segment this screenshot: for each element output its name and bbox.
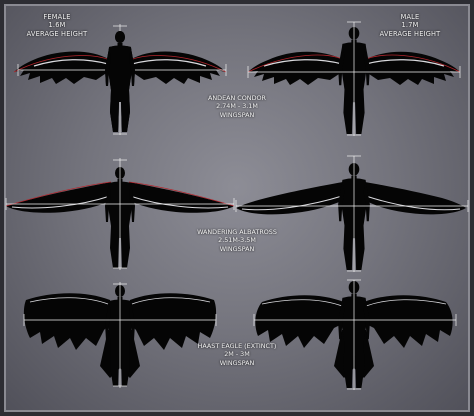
albatross-name: WANDERING ALBATROSS [197, 228, 277, 236]
eagle-guides [23, 279, 457, 390]
albatross-female [5, 181, 235, 213]
condor-label: ANDEAN CONDOR 2.74M - 3.1M WINGSPAN [167, 94, 307, 119]
female-height-caption: AVERAGE HEIGHT [26, 29, 88, 38]
male-height: 1.7M [401, 21, 419, 30]
eagle-range: 2M - 3M [224, 350, 250, 359]
male-height-caption: AVERAGE HEIGHT [379, 29, 441, 38]
albatross-range: 2.51M-3.5M [218, 236, 256, 245]
female-label: FEMALE [43, 13, 71, 21]
female-height: 1.6M [48, 21, 66, 30]
eagle-label: HAAST EAGLE (EXTINCT) 2M - 3M WINGSPAN [167, 342, 307, 367]
albatross-guides [5, 155, 469, 272]
condor-name: ANDEAN CONDOR [208, 94, 266, 102]
condor-unit: WINGSPAN [219, 110, 255, 119]
albatross-unit: WINGSPAN [219, 244, 255, 253]
condor-range: 2.74M - 3.1M [216, 102, 258, 111]
condor-male [247, 26, 461, 135]
eagle-name: HAAST EAGLE (EXTINCT) [197, 342, 277, 350]
eagle-unit: WINGSPAN [219, 358, 255, 367]
male-label: MALE [400, 13, 420, 21]
condor-female [13, 31, 227, 132]
male-header: MALE 1.7M AVERAGE HEIGHT [372, 13, 448, 38]
female-header: FEMALE 1.6M AVERAGE HEIGHT [22, 13, 92, 38]
albatross-label: WANDERING ALBATROSS 2.51M-3.5M WINGSPAN [167, 228, 307, 253]
